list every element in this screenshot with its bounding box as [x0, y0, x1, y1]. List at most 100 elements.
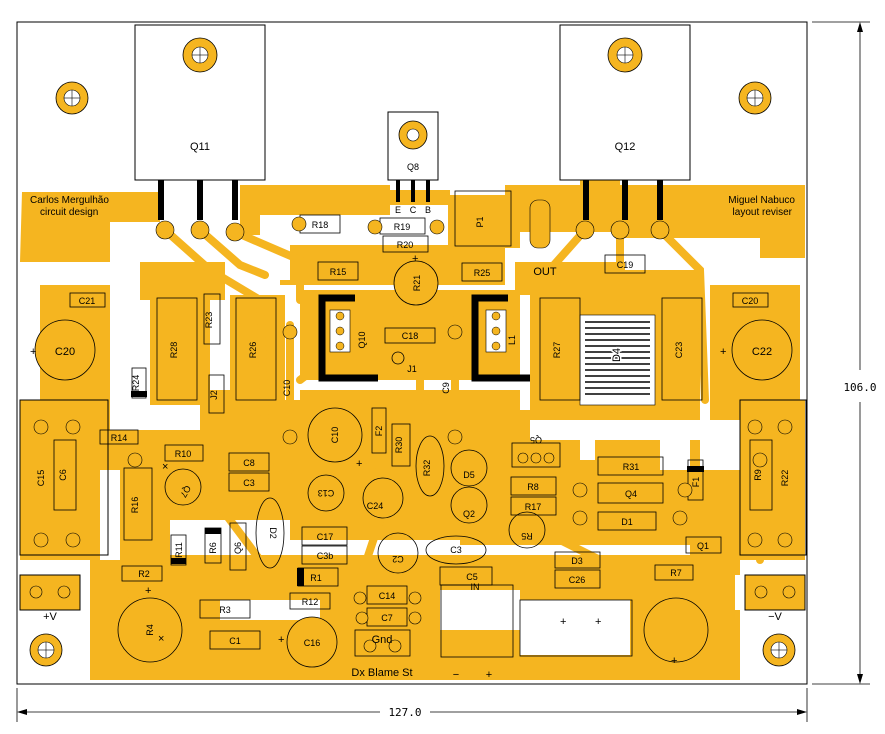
label-ground: Gnd: [372, 634, 393, 646]
svg-text:R4: R4: [145, 624, 155, 636]
label-c2: D3: [571, 556, 583, 566]
label-c15: R14: [111, 433, 128, 443]
diode-stripes: [131, 351, 704, 586]
cap-c12: R21: [393, 260, 439, 306]
label-c17: Q1: [697, 541, 709, 551]
label-r29: R27: [552, 342, 562, 359]
label-r18: R18: [312, 220, 329, 230]
cap-c20: C20: [34, 319, 96, 381]
dimension-height: 106.0: [812, 21, 877, 685]
label-r3: C7: [381, 613, 393, 623]
label-d5: F1: [691, 477, 701, 488]
label-c9: F2: [374, 426, 384, 437]
credit-right-line2: layout reviser: [733, 207, 793, 218]
label-c6: R10: [175, 449, 192, 459]
label-r24: J1: [407, 364, 417, 374]
polarity-marks: + + + + + + + + + × ×: [30, 253, 726, 667]
cap-c16: [643, 597, 709, 663]
label-r8: R17: [525, 502, 542, 512]
label-q6: R5: [521, 531, 533, 541]
fuse-holders: [19, 399, 807, 611]
label-c23: J2: [209, 390, 219, 400]
label-c21: C20: [742, 296, 759, 306]
label-input: IN: [471, 582, 480, 592]
label-plus: +: [486, 669, 492, 681]
label-l1: D4: [611, 348, 623, 362]
label-q10: L1: [507, 335, 517, 345]
label-minus: −: [453, 669, 459, 681]
svg-text:+: +: [356, 458, 362, 470]
transistor-q11: Q11: [134, 24, 266, 220]
label-c: C: [410, 205, 417, 215]
dimension-width-label: 127.0: [388, 706, 421, 719]
label-r27: C23: [674, 342, 684, 359]
label-r15: R15: [330, 267, 347, 277]
label-f1: R22: [780, 470, 790, 487]
label-r14: C8: [243, 458, 255, 468]
dimension-width: 127.0: [16, 688, 808, 722]
label-d2: R6: [208, 542, 218, 554]
inductor-l1: D4 D4: [579, 314, 656, 406]
mounting-hole-br: [762, 633, 796, 667]
label-r1: C26: [569, 575, 586, 585]
credit-right-line1: Miguel Nabuco: [728, 195, 795, 206]
cap-c10: C10: [307, 407, 363, 463]
label-f2: C15: [36, 470, 46, 487]
label-q4: Q2: [463, 509, 475, 519]
svg-text:+: +: [671, 655, 677, 667]
label-c18: C18: [402, 331, 419, 341]
label-r28: R28: [169, 342, 179, 359]
small-round-parts: [164, 435, 546, 574]
label-r6: C17: [317, 532, 334, 542]
label-c19: C21: [79, 296, 96, 306]
electrolytic-caps: C20 C22 R21 C10 R4 C16: [34, 260, 793, 668]
label-q12: Q12: [615, 141, 636, 153]
label-q5: D5: [463, 470, 475, 480]
label-r10: C3: [243, 478, 255, 488]
label-r4: C1: [229, 636, 241, 646]
label-q2: C24: [367, 501, 384, 511]
svg-text:C20: C20: [55, 346, 75, 358]
svg-text:×: ×: [158, 633, 164, 645]
svg-text:+: +: [560, 616, 566, 628]
label-r17: R16: [130, 497, 140, 514]
label-d4: R24: [131, 375, 141, 392]
label-output: OUT: [533, 266, 557, 278]
label-d1: R11: [174, 542, 184, 558]
svg-text:+: +: [30, 346, 36, 358]
transistor-q8: Q8 E C B: [387, 111, 439, 215]
label-r9: R8: [527, 482, 539, 492]
label-j1: C9: [441, 382, 451, 394]
label-c4: R2: [138, 569, 150, 579]
label-p1: P1: [475, 216, 485, 227]
svg-text:+: +: [720, 346, 726, 358]
mounting-hole-tr: [738, 81, 772, 115]
credit-left-line1: Carlos Mergulhão: [30, 195, 109, 206]
label-r12: R3: [219, 605, 231, 615]
label-dx: Dx Blame St: [351, 667, 412, 679]
cap-c7: C16: [286, 616, 338, 668]
label-c3: C13: [318, 488, 335, 498]
mounting-holes: [29, 81, 796, 667]
label-r31: R9: [753, 469, 763, 481]
label-c3b: C3: [450, 545, 462, 555]
label-r20: R20: [397, 240, 414, 250]
heatsink-q9: Q10: [318, 294, 378, 382]
label-q11: Q11: [190, 141, 210, 153]
transistor-q12: Q12: [559, 24, 691, 220]
label-r11: Q6: [233, 542, 243, 554]
mounting-hole-tl: [55, 81, 89, 115]
credits: Carlos Mergulhão circuit design Miguel N…: [30, 195, 795, 218]
label-b: B: [425, 205, 431, 215]
cap-c22: C22: [731, 319, 793, 381]
svg-text:+: +: [412, 253, 418, 265]
label-r21: R25: [474, 268, 491, 278]
svg-text:+: +: [278, 634, 284, 646]
credit-left-line2: circuit design: [40, 207, 98, 218]
cap-c14: R4: [117, 597, 183, 663]
label-d3: R1: [310, 573, 322, 583]
dimension-height-label: 106.0: [843, 381, 876, 394]
label-l1-bg: D4: [611, 348, 623, 362]
label-r16: D1: [621, 517, 633, 527]
